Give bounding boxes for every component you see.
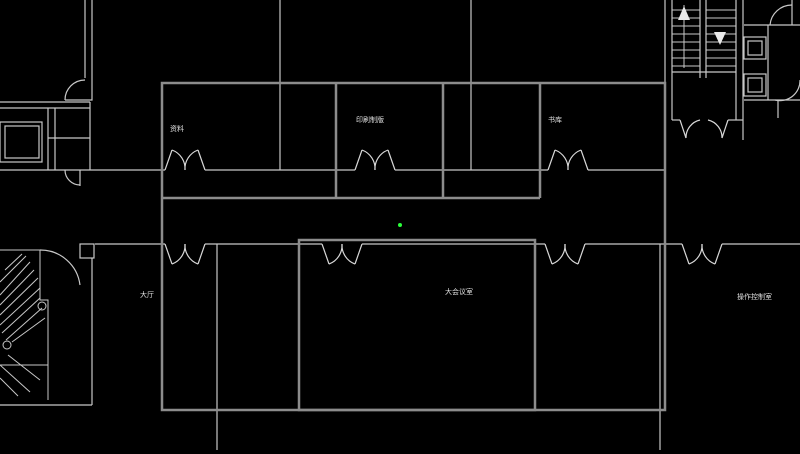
arrow-down-icon <box>714 32 726 45</box>
room-label-r6: 操作控制室 <box>737 292 772 301</box>
room-label-r3: 书库 <box>548 115 562 124</box>
room-label-r5: 大会议室 <box>445 287 473 296</box>
staircase-left <box>0 249 49 400</box>
selected-rooms[interactable] <box>160 81 667 412</box>
arrow-up-icon <box>678 6 690 20</box>
room-label-r4: 大厅 <box>140 290 154 299</box>
cursor-crosshair-icon <box>398 223 402 227</box>
room-label-r2: 印刷制版 <box>356 115 384 124</box>
door-symbols <box>164 119 729 265</box>
room-labels: 资料 印刷制版 书库 大厅 大会议室 操作控制室 <box>140 115 772 301</box>
room-label-r1: 资料 <box>170 124 184 133</box>
